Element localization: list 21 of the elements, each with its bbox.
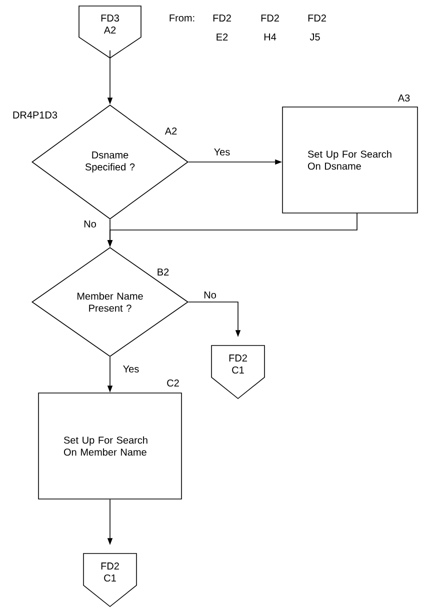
- label: DR4P1D3: [13, 111, 58, 119]
- grid-reference: B2: [158, 268, 169, 276]
- edge-label: Yes: [122, 364, 140, 374]
- offpage-connector: FD3 A2: [78, 6, 142, 58]
- label: FD2: [261, 14, 279, 22]
- label: J5: [310, 34, 320, 40]
- label: H4: [264, 34, 276, 40]
- label: FD2: [308, 14, 326, 22]
- edge-label: No: [82, 220, 98, 228]
- label: FD2: [213, 14, 231, 22]
- grid-reference: C2: [167, 379, 179, 387]
- edge-label: Yes: [212, 148, 232, 156]
- process-box: Set Up For Search On Member Name: [38, 392, 182, 500]
- grid-reference: A3: [398, 94, 410, 102]
- offpage-connector: FD2 C1: [83, 553, 137, 608]
- label: E2: [216, 34, 228, 40]
- label: From:: [170, 14, 194, 22]
- grid-reference: A2: [164, 128, 177, 134]
- process-box: Set Up For Search On Dsname: [282, 106, 418, 214]
- offpage-connector: FD2 C1: [211, 345, 265, 400]
- edge-label: No: [202, 290, 218, 300]
